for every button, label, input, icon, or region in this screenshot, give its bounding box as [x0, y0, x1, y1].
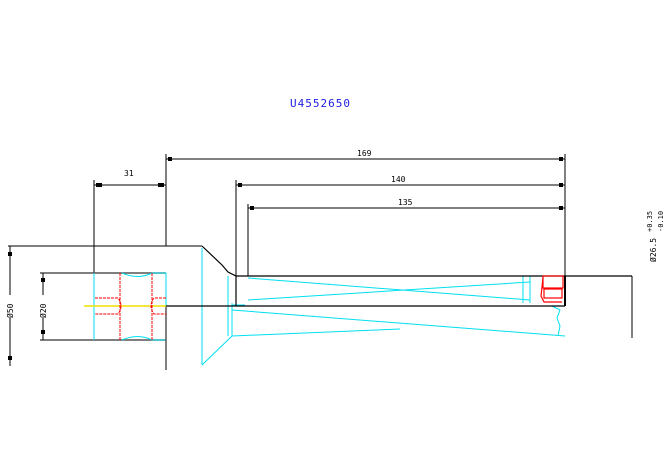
dim-50-text: Ø50: [5, 303, 15, 318]
dim-169-text: 169: [357, 149, 372, 158]
extension-lines: [8, 154, 633, 341]
dim-140-text: 140: [391, 175, 406, 184]
part-number: U4552650: [290, 97, 351, 110]
dim-31-text: 31: [124, 169, 134, 178]
hidden-lines: [93, 248, 566, 370]
arrowheads: [8, 157, 563, 360]
insert-features: [95, 273, 166, 340]
outline: [165, 245, 632, 370]
dim-265-tol-lower: -0.10: [657, 211, 665, 232]
dim-265-text: Ø26.5: [648, 238, 658, 262]
dim-265-tol-upper: +0.35: [646, 211, 654, 232]
dimension-lines: [9, 158, 633, 366]
cutting-insert: [540, 275, 564, 303]
dim-135-text: 135: [398, 198, 413, 207]
dim-20-text: Ø20: [38, 303, 48, 318]
